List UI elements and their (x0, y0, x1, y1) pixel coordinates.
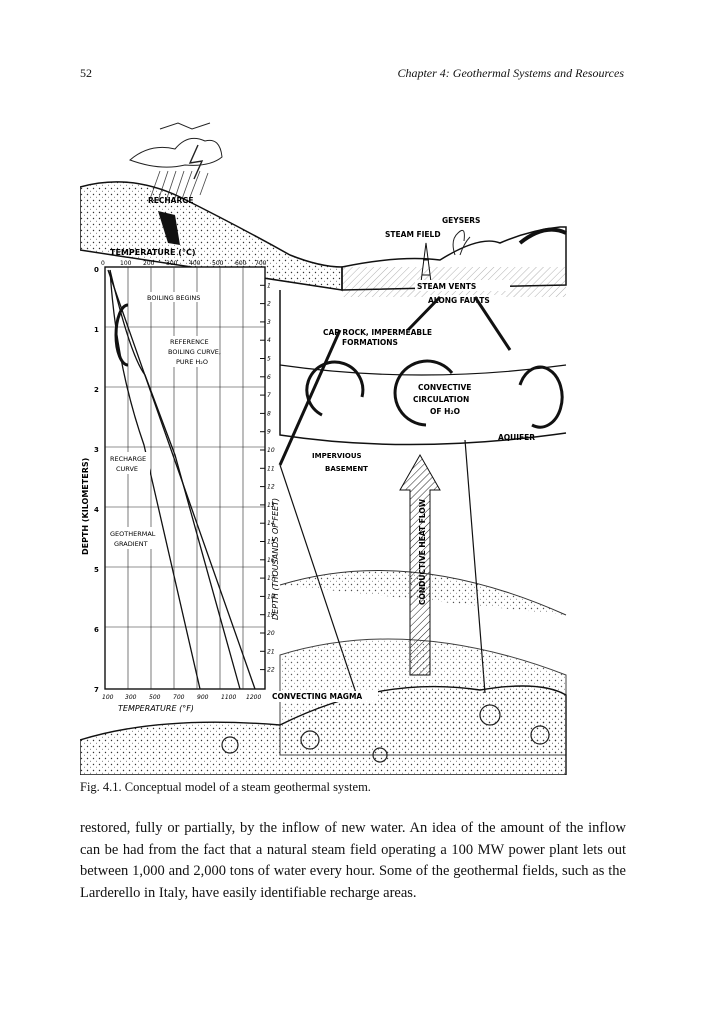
depth-ft-tick: 12 (267, 484, 275, 491)
temp-f-tick: 500 (149, 694, 161, 701)
temp-f-title: TEMPERATURE (°F) (118, 704, 194, 713)
convective-label-3: OF H₂O (430, 407, 460, 416)
depth-km-tick: 1 (94, 326, 99, 334)
cap-rock-label-2: FORMATIONS (342, 338, 398, 347)
temp-f-tick: 900 (197, 694, 209, 701)
temp-c-tick: 300 (166, 260, 178, 267)
impervious-label-1: IMPERVIOUS (312, 452, 362, 460)
geysers-label: GEYSERS (442, 216, 480, 225)
recharge-curve (109, 269, 201, 690)
heat-flow-label: CONDUCTIVE HEAT FLOW (418, 498, 427, 605)
temp-c-tick: 400 (189, 260, 201, 267)
recharge-zone (158, 211, 180, 245)
temp-c-tick: 700 (255, 260, 267, 267)
depth-km-title: DEPTH (KILOMETERS) (81, 458, 90, 555)
temp-c-tick: 0 (101, 260, 105, 267)
page-number: 52 (80, 66, 92, 80)
depth-ft-tick: 9 (267, 429, 271, 436)
figure-illustration: RECHARGE GEYSERS STEAM FIELD STEAM VENTS… (79, 122, 567, 776)
temp-depth-chart: TEMPERATURE (°C) 0 100 200 300 400 500 6… (81, 248, 280, 713)
rain-cloud (129, 122, 223, 202)
figure-geothermal-model: RECHARGE GEYSERS STEAM FIELD STEAM VENTS… (79, 115, 626, 776)
depth-ft-tick: 20 (267, 630, 275, 637)
depth-km-tick: 4 (94, 506, 99, 514)
steam-field-label: STEAM FIELD (385, 230, 441, 239)
temp-c-tick: 100 (120, 260, 132, 267)
depth-ft-tick: 8 (267, 410, 271, 417)
temp-f-tick: 1100 (221, 694, 236, 701)
depth-ft-tick: 5 (267, 356, 271, 363)
magma-label: CONVECTING MAGMA (272, 692, 362, 701)
depth-ft-tick: 11 (267, 465, 275, 472)
surface-outflow (518, 227, 567, 245)
temp-c-tick: 500 (212, 260, 224, 267)
depth-km-tick: 5 (94, 566, 99, 574)
temp-c-title: TEMPERATURE (°C) (110, 248, 196, 257)
convective-label-1: CONVECTIVE (418, 383, 471, 392)
recharge-hill (79, 181, 343, 291)
reservoir-boundary (279, 290, 567, 446)
convection-arrows (305, 359, 564, 429)
impervious-label-2: BASEMENT (325, 465, 368, 473)
depth-ft-title: DEPTH (THOUSANDS OF FEET) (271, 498, 280, 620)
chart-convection-arrow (114, 303, 129, 367)
boiling-begins-label: BOILING BEGINS (147, 294, 200, 302)
depth-ft-tick: 17 (267, 575, 275, 582)
geothermal-label-1: GEOTHERMAL (110, 530, 156, 538)
depth-ft-tick: 7 (267, 392, 271, 399)
fault-line (278, 329, 342, 466)
geothermal-label-2: GRADIENT (114, 540, 148, 548)
depth-ft-tick: 18 (267, 593, 275, 600)
temp-f-tick: 300 (125, 694, 137, 701)
depth-ft-tick: 4 (267, 337, 271, 344)
along-faults-label: ALONG FAULTS (428, 296, 490, 305)
depth-km-tick: 0 (94, 266, 99, 274)
depth-ft-tick: 14 (267, 520, 275, 527)
figure-caption: Fig. 4.1. Conceptual model of a steam ge… (80, 780, 371, 794)
depth-ft-tick: 19 (267, 612, 275, 619)
depth-ft-tick: 10 (267, 447, 275, 454)
recharge-label: RECHARGE (148, 196, 194, 205)
temp-f-tick: 700 (173, 694, 185, 701)
depth-ft-tick: 21 (267, 648, 275, 655)
body-paragraph: restored, fully or partially, by the inf… (80, 820, 626, 901)
chapter-title: Chapter 4: Geothermal Systems and Resour… (397, 66, 624, 80)
depth-km-tick: 6 (94, 626, 99, 634)
depth-km-tick: 3 (94, 446, 99, 454)
geothermal-gradient (107, 269, 256, 690)
depth-ft-tick: 15 (267, 539, 275, 546)
depth-ft-tick: 16 (267, 557, 275, 564)
depth-km-tick: 7 (94, 686, 99, 694)
geyser-icon (452, 229, 471, 256)
temp-c-tick: 200 (143, 260, 155, 267)
depth-ft-tick: 6 (267, 374, 271, 381)
cap-rock-label-1: CAP ROCK, IMPERMEABLE (323, 328, 432, 337)
depth-ft-tick: 13 (267, 502, 275, 509)
steam-vents-label: STEAM VENTS (417, 282, 476, 291)
reference-label-1: REFERENCE (170, 338, 209, 346)
aquifer-label: AQUIFER (498, 433, 535, 442)
depth-ft-tick: 3 (267, 319, 271, 326)
recharge-curve-label-1: RECHARGE (110, 455, 146, 463)
temp-f-tick: 1200 (246, 694, 261, 701)
reference-label-2: BOILING CURVE, (168, 348, 221, 356)
depth-ft-tick: 2 (267, 301, 271, 308)
recharge-curve-label-2: CURVE (116, 465, 138, 473)
reference-label-3: PURE H₂O (176, 358, 208, 366)
temp-c-tick: 600 (235, 260, 247, 267)
temp-f-tick: 100 (102, 694, 114, 701)
depth-ft-tick: 22 (267, 667, 275, 674)
depth-km-tick: 2 (94, 386, 99, 394)
convective-label-2: CIRCULATION (413, 395, 469, 404)
depth-ft-tick: 1 (267, 282, 271, 289)
